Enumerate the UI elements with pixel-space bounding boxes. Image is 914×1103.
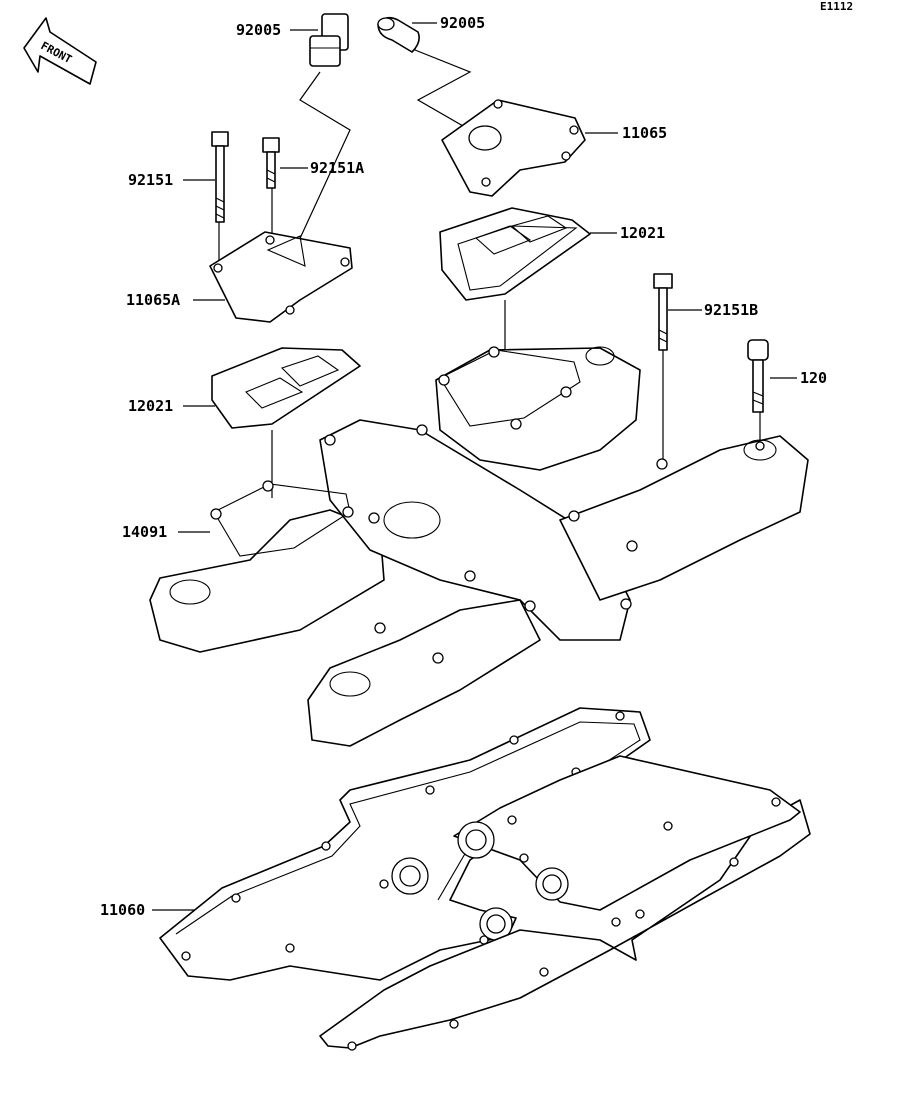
- label-12021-left: 12021: [128, 397, 173, 415]
- label-120: 120: [800, 369, 827, 387]
- bolt-92151a: [262, 137, 280, 189]
- label-92005-left: 92005: [236, 21, 281, 39]
- label-92151b: 92151B: [704, 301, 758, 319]
- cover-11065: [441, 99, 586, 197]
- label-11065a: 11065A: [126, 291, 180, 309]
- label-92151: 92151: [128, 171, 173, 189]
- front-arrow-icon: FRONT: [23, 17, 97, 85]
- diagram-code: E1112: [820, 0, 853, 13]
- fitting-92005-left: [309, 13, 349, 67]
- label-14091: 14091: [122, 523, 167, 541]
- label-12021-right: 12021: [620, 224, 665, 242]
- gasket-12021-left: [211, 347, 361, 429]
- gasket-11060-right: [319, 755, 811, 1051]
- label-11060: 11060: [100, 901, 145, 919]
- bolt-120: [747, 339, 769, 413]
- gasket-12021-right: [439, 207, 591, 301]
- label-92005-right: 92005: [440, 14, 485, 32]
- head-cover-14091: [149, 346, 809, 747]
- label-11065: 11065: [622, 124, 667, 142]
- label-92151a: 92151A: [310, 159, 364, 177]
- bolt-92151b: [653, 273, 673, 351]
- bolt-92151: [211, 131, 229, 223]
- cover-11065a: [209, 231, 353, 323]
- fitting-92005-right: [377, 16, 420, 53]
